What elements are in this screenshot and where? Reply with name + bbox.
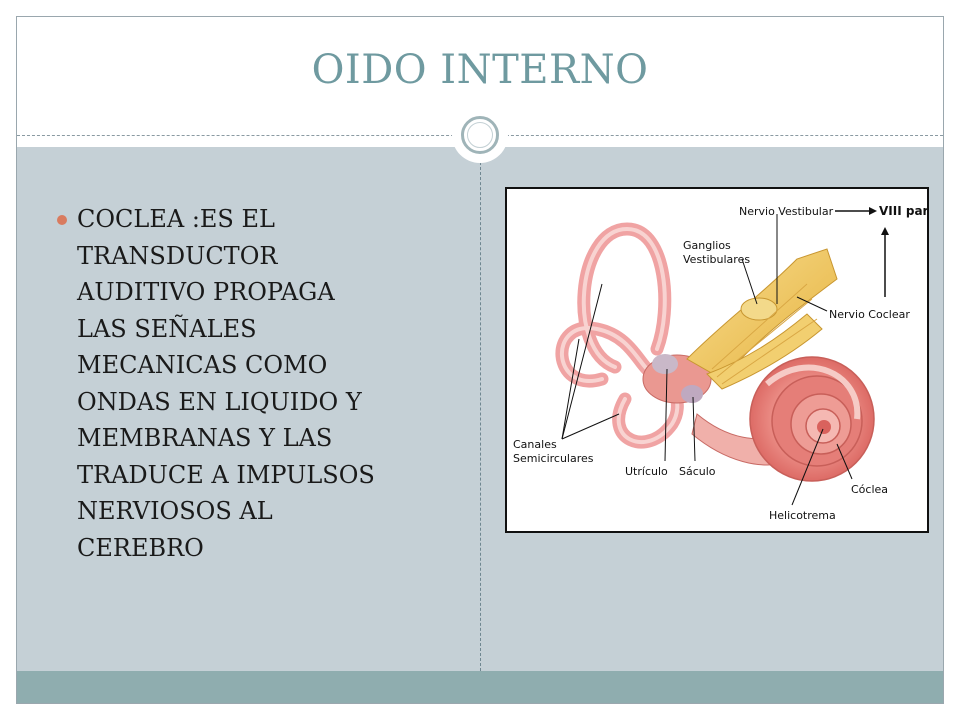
label-canales-2: Semicirculares [513, 452, 594, 465]
footer-band [17, 671, 943, 703]
vestibulocochlear-nerve [686, 248, 838, 390]
label-nervio-vestibular: Nervio Vestibular [739, 205, 834, 218]
vestibular-ganglia [740, 297, 778, 321]
utricle-shape [652, 354, 678, 374]
bullet-dot-icon [57, 215, 67, 225]
label-ganglios-2: Vestibulares [683, 253, 750, 266]
cochlea [691, 356, 875, 482]
slide-title: OIDO INTERNO [311, 47, 649, 93]
label-viii-par: VIII par [879, 204, 927, 218]
inner-ear-figure: Nervio Vestibular VIII par Ganglios Vest… [505, 187, 929, 533]
label-utriculo: Utrículo [625, 465, 668, 478]
label-coclea: Cóclea [851, 483, 888, 496]
label-ganglios-1: Ganglios [683, 239, 731, 252]
label-pointers [561, 214, 853, 506]
title-medallion [452, 107, 508, 163]
slide-frame: OIDO INTERNO COCLEA :ES EL TRANSDUCTOR A… [16, 16, 944, 704]
ring-icon [461, 116, 499, 154]
arrow-right-icon [835, 207, 877, 215]
saccule-shape [681, 385, 703, 403]
label-canales-1: Canales [513, 438, 557, 451]
content-area: COCLEA :ES EL TRANSDUCTOR AUDITIVO PROPA… [17, 147, 943, 671]
column-divider [480, 147, 481, 671]
label-saculo: Sáculo [679, 465, 716, 478]
label-helicotrema: Helicotrema [769, 509, 836, 522]
bullet-text: COCLEA :ES EL TRANSDUCTOR AUDITIVO PROPA… [77, 205, 375, 562]
inner-ear-diagram: Nervio Vestibular VIII par Ganglios Vest… [513, 204, 927, 522]
label-nervio-coclear: Nervio Coclear [829, 308, 910, 321]
arrow-up-icon [881, 227, 889, 297]
